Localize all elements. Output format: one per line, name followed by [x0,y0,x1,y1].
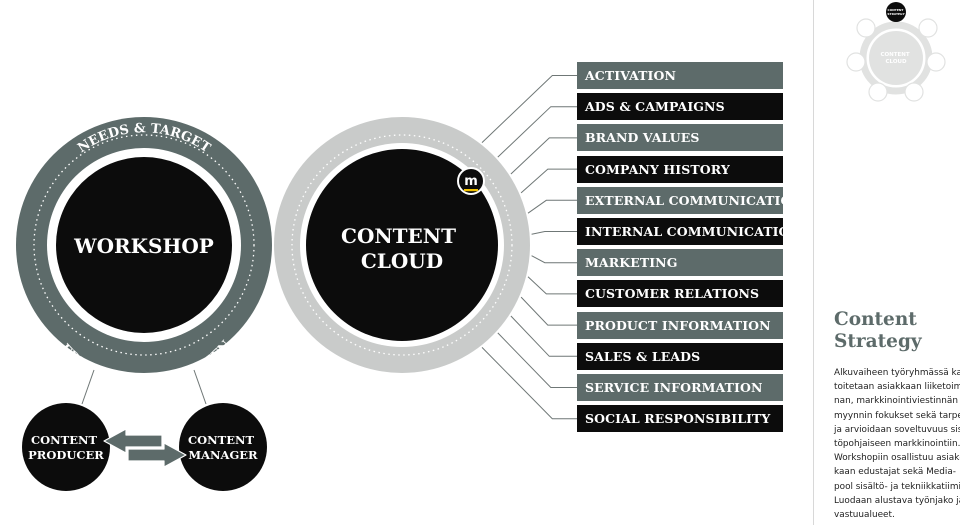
topic-product-information: PRODUCT INFORMATION [577,311,783,339]
svg-text:CONTENT STRATEGY: CONTENT STRATEGY [887,8,905,16]
exchange-arrows-icon [103,428,187,468]
connector-line [531,255,577,264]
sidebar-title: Content Strategy [834,309,922,352]
workshop-label: WORKSHOP [73,234,214,258]
connector-line [481,347,577,420]
sidebar-text-line: töpohjaiseen markkinointiin. [834,439,960,450]
content-cloud-center [306,149,498,341]
sidebar-text-line: nan, markkinointiviestinnän ja [834,396,960,407]
connector-line [527,199,577,214]
connector-line [497,332,577,388]
sidebar-text-line: toitetaan asiakkaan liiketoimin- [834,382,960,393]
sidebar-text-line: vastuualueet. [834,510,895,521]
mediapool-logo-icon: m [457,167,485,195]
topic-ads-campaigns: ADS & CAMPAIGNS [577,93,783,121]
content-manager-label: CONTENT MANAGER [188,433,258,462]
connector-line [520,296,577,326]
mini-strategy-node: CONTENT STRATEGY [886,2,906,22]
mini-overview-diagram: CONTENT CLOUD [846,18,946,102]
connector-line [520,168,577,194]
topic-social-responsibility: SOCIAL RESPONSIBILITY [577,405,783,433]
topic-customer-relations: CUSTOMER RELATIONS [577,280,783,308]
content-producer-label: CONTENT PRODUCER [28,433,104,462]
sidebar-text-line: myynnin fokukset sekä tarpeet [834,410,960,421]
manager-link-line [193,369,207,405]
topic-internal-communication: INTERNAL COMMUNICATION [577,218,801,245]
content-producer-node: CONTENT PRODUCER [22,403,110,491]
sidebar-divider [813,0,814,525]
workshop-center [56,157,232,333]
topic-brand-values: BRAND VALUES [577,124,783,152]
connector-line [531,231,577,235]
content-cloud-label: CONTENT CLOUD [341,224,463,273]
topic-activation: ACTIVATION [577,62,783,89]
content-manager-node: CONTENT MANAGER [179,403,267,491]
topic-marketing: MARKETING [577,249,783,277]
sidebar-description: Alkuvaiheen työryhmässä kar-toitetaan as… [834,366,960,522]
sidebar-text-line: Luodaan alustava työnjako ja [834,495,960,506]
producer-link-line [81,369,95,405]
connector-line [497,106,577,158]
content-cloud-ring: CONTENT CLOUD m [274,117,530,373]
sidebar-text-line: Workshopiin osallistuu asiak- [834,453,960,464]
sidebar-text-line: Alkuvaiheen työryhmässä kar- [834,368,960,378]
connector-line [527,276,577,295]
topic-sales-leads: SALES & LEADS [577,342,783,370]
topic-external-communication: EXTERNAL COMMUNICATION [577,186,803,214]
sidebar-text-line: pool sisältö- ja tekniikkatiimi. [834,481,960,492]
svg-text:m: m [464,174,478,189]
topic-company-history: COMPANY HISTORY [577,155,783,183]
mini-center-label: CONTENT CLOUD [880,52,911,65]
connector-line [510,137,577,175]
sidebar-text-line: ja arvioidaan soveltuvuus sisäl- [834,424,960,435]
connector-line [510,315,577,357]
topic-connector-lines [481,75,577,420]
workshop-ring: WORKSHOP NEEDS & TARGET MEDIAPOOL TEAM &… [0,0,272,392]
topic-service-information: SERVICE INFORMATION [577,374,783,401]
sidebar-text-line: kaan edustajat sekä Media- [834,467,956,478]
connector-line [481,75,577,143]
